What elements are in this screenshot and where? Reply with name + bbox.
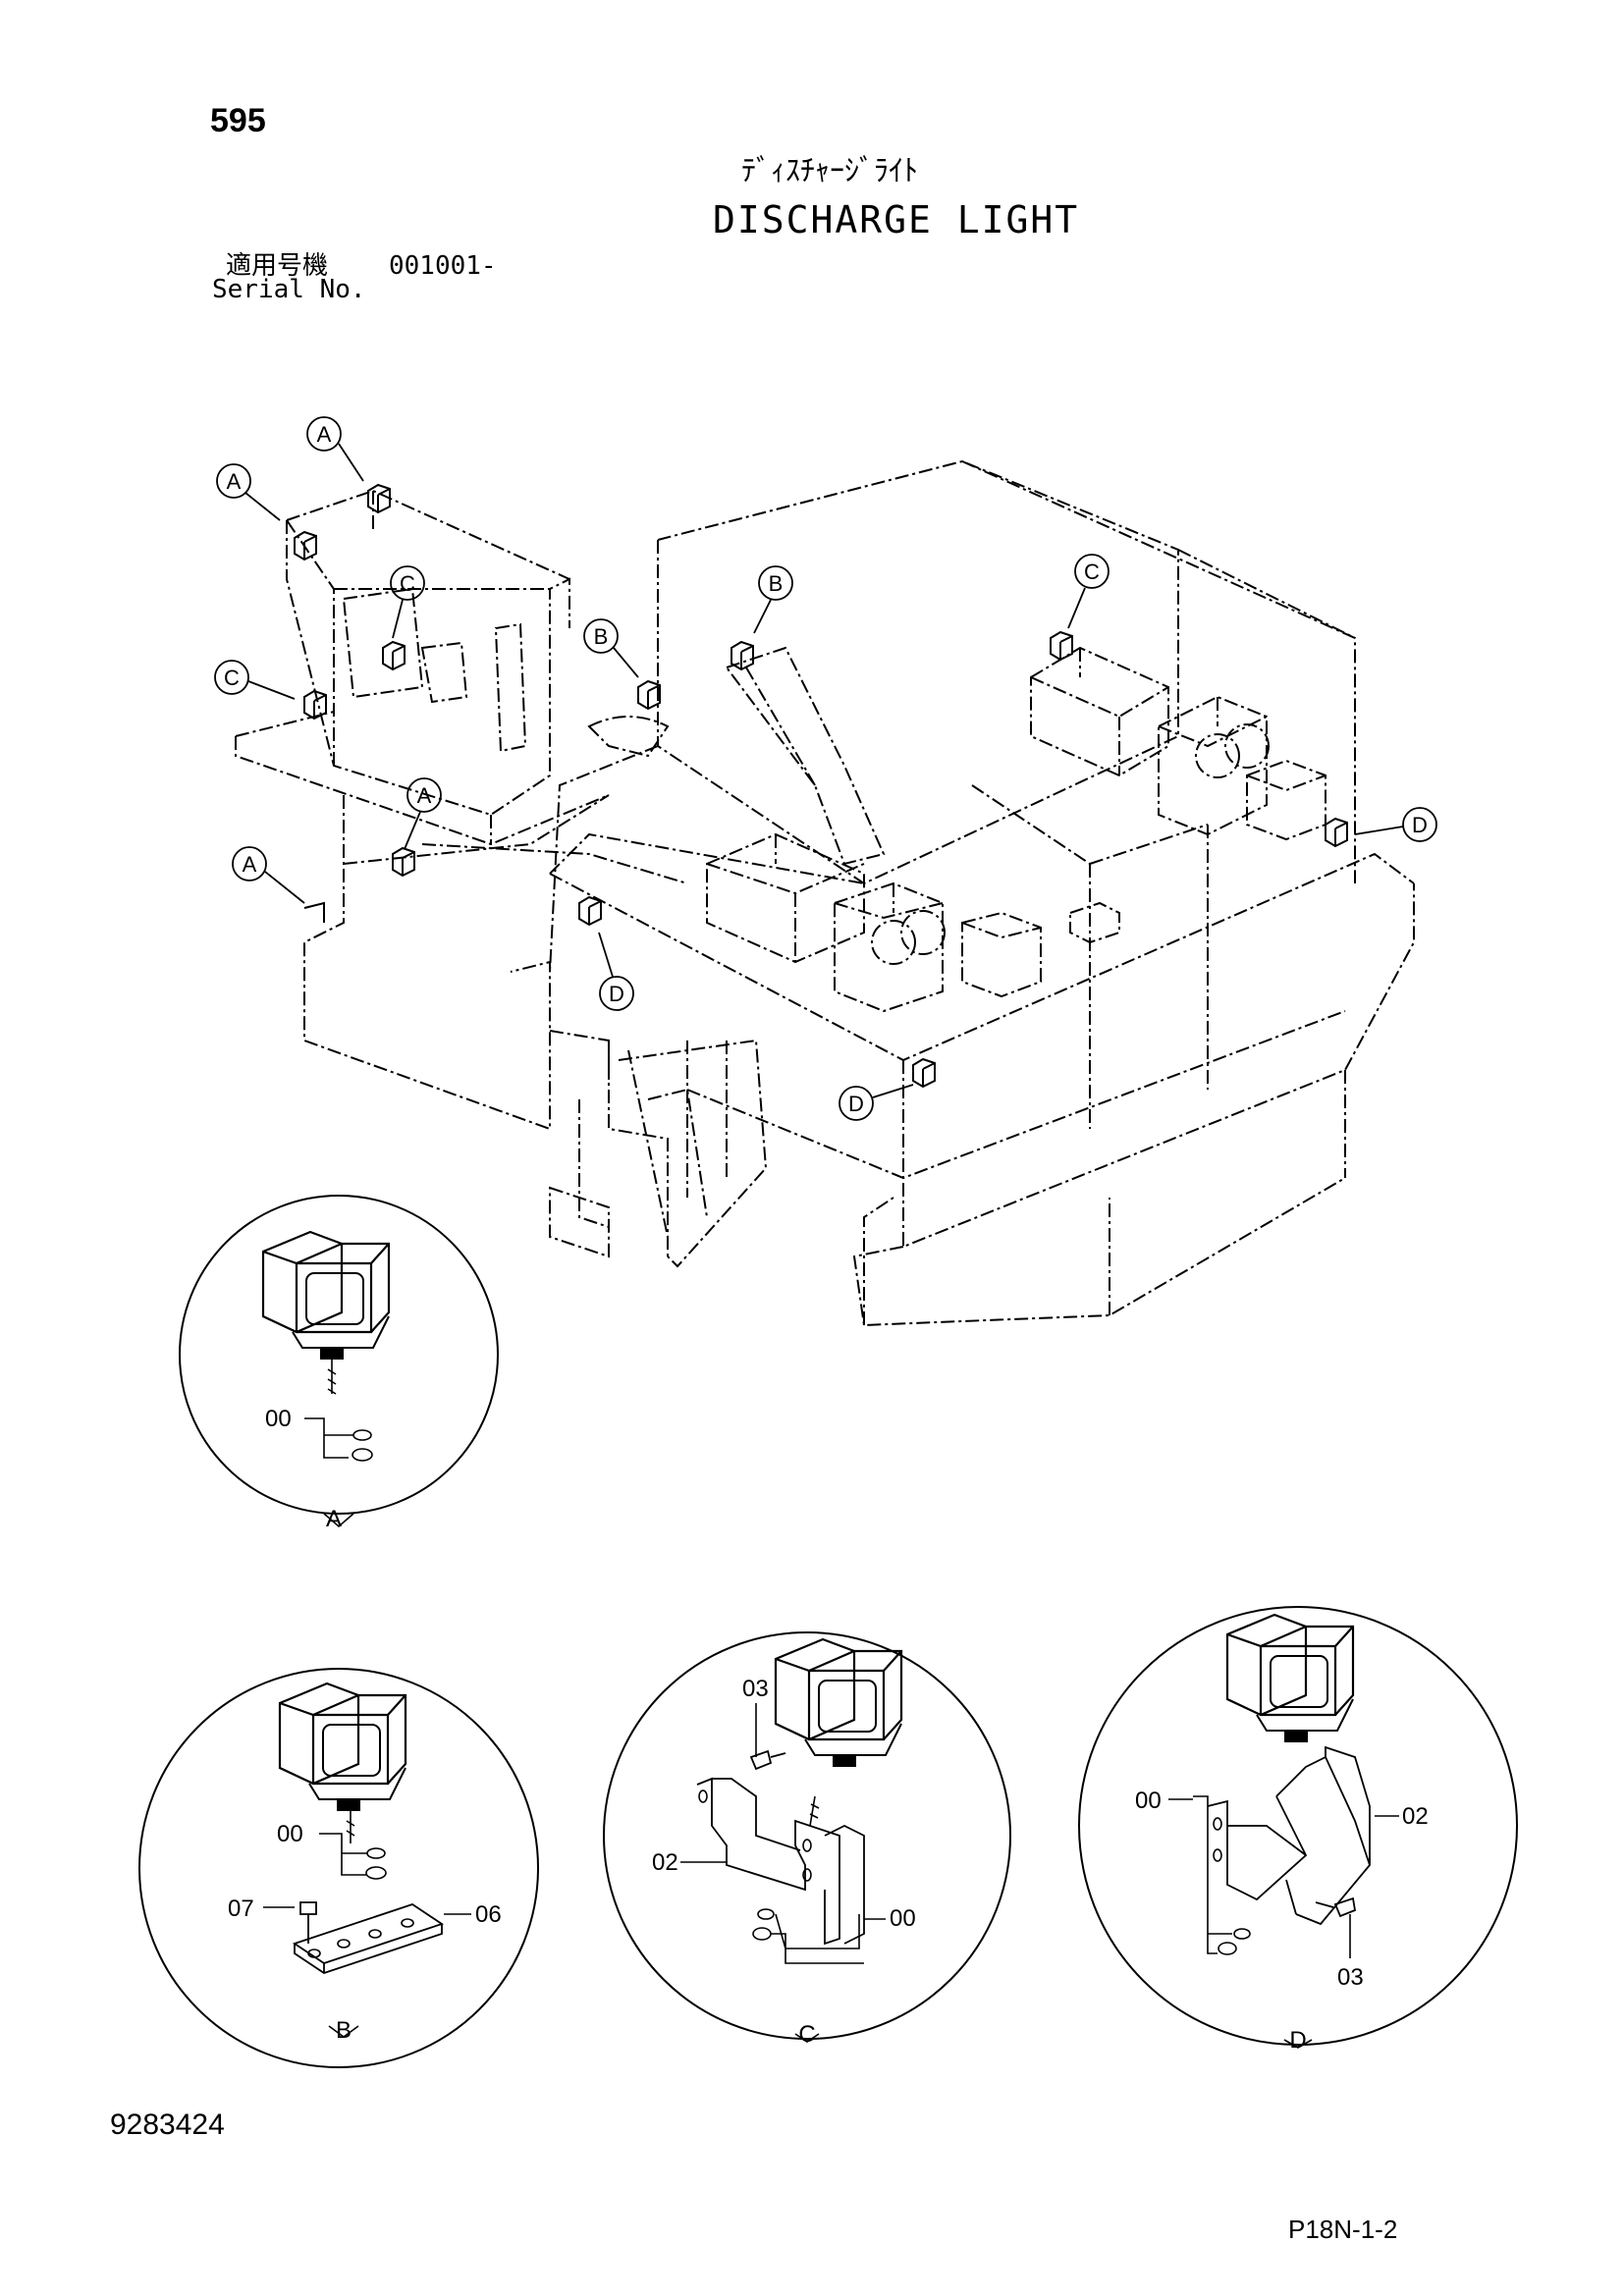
callout-letter: C [1084, 560, 1100, 584]
callout-d-2 [598, 932, 634, 1011]
part-label: 00 [277, 1821, 303, 1847]
part-label: 03 [742, 1676, 769, 1702]
main-callouts [214, 416, 1437, 1121]
callout-letter: A [317, 422, 332, 447]
callout-d-1 [1354, 807, 1437, 842]
callout-c-3 [214, 660, 296, 700]
serial-range: 001001- [389, 251, 497, 281]
page-code: P18N-1-2 [1288, 2215, 1398, 2244]
callout-a-1 [306, 416, 364, 482]
callout-letter: A [417, 783, 432, 808]
detail-view-a [179, 1195, 499, 1528]
detail-view-d [1078, 1606, 1518, 2049]
callout-letter: A [243, 852, 257, 877]
callout-a-3 [404, 777, 442, 850]
part-label: 06 [475, 1901, 502, 1928]
page-number: 595 [210, 102, 266, 139]
serial-label-english: Serial No. [212, 275, 366, 304]
callout-letter: D [609, 982, 624, 1006]
view-label-c: C [798, 2021, 815, 2048]
part-label: 07 [228, 1896, 254, 1922]
part-label: 02 [1402, 1803, 1429, 1830]
callout-c-2 [1067, 554, 1110, 629]
drawing-number: 9283424 [110, 2109, 225, 2141]
title-japanese: ﾃﾞｨｽﾁｬｰｼﾞﾗｲﾄ [741, 154, 918, 188]
callout-letter: D [1412, 813, 1428, 837]
callout-b-2 [753, 565, 793, 634]
callout-letter: A [227, 469, 242, 494]
callout-letter: C [400, 571, 415, 596]
part-label: 00 [1135, 1788, 1162, 1814]
serial-label-japanese: 適用号機 [226, 251, 329, 281]
part-label: 02 [652, 1849, 678, 1876]
view-label-b: B [336, 2017, 352, 2044]
view-label-a: A [326, 1506, 342, 1532]
detail-view-b [138, 1668, 539, 2068]
callout-d-3 [839, 1084, 914, 1121]
callout-c-1 [390, 565, 425, 639]
callout-a-2 [216, 463, 281, 521]
callout-letter: B [594, 624, 609, 649]
callout-b-1 [583, 618, 639, 678]
view-label-d: D [1289, 2027, 1306, 2054]
callout-a-4 [232, 846, 305, 904]
machine-lamp-markers [294, 484, 1348, 1088]
callout-letter: C [224, 666, 240, 690]
callout-letter: B [769, 571, 784, 596]
part-label: 00 [265, 1406, 292, 1432]
callout-letter: D [848, 1092, 864, 1116]
detail-view-c [603, 1631, 1011, 2043]
main-callout-letters: A A C B B C C A A D D D [224, 422, 1428, 1116]
part-label: 00 [890, 1905, 916, 1932]
title-english: DISCHARGE LIGHT [713, 198, 1080, 241]
part-label: 03 [1337, 1964, 1364, 1991]
